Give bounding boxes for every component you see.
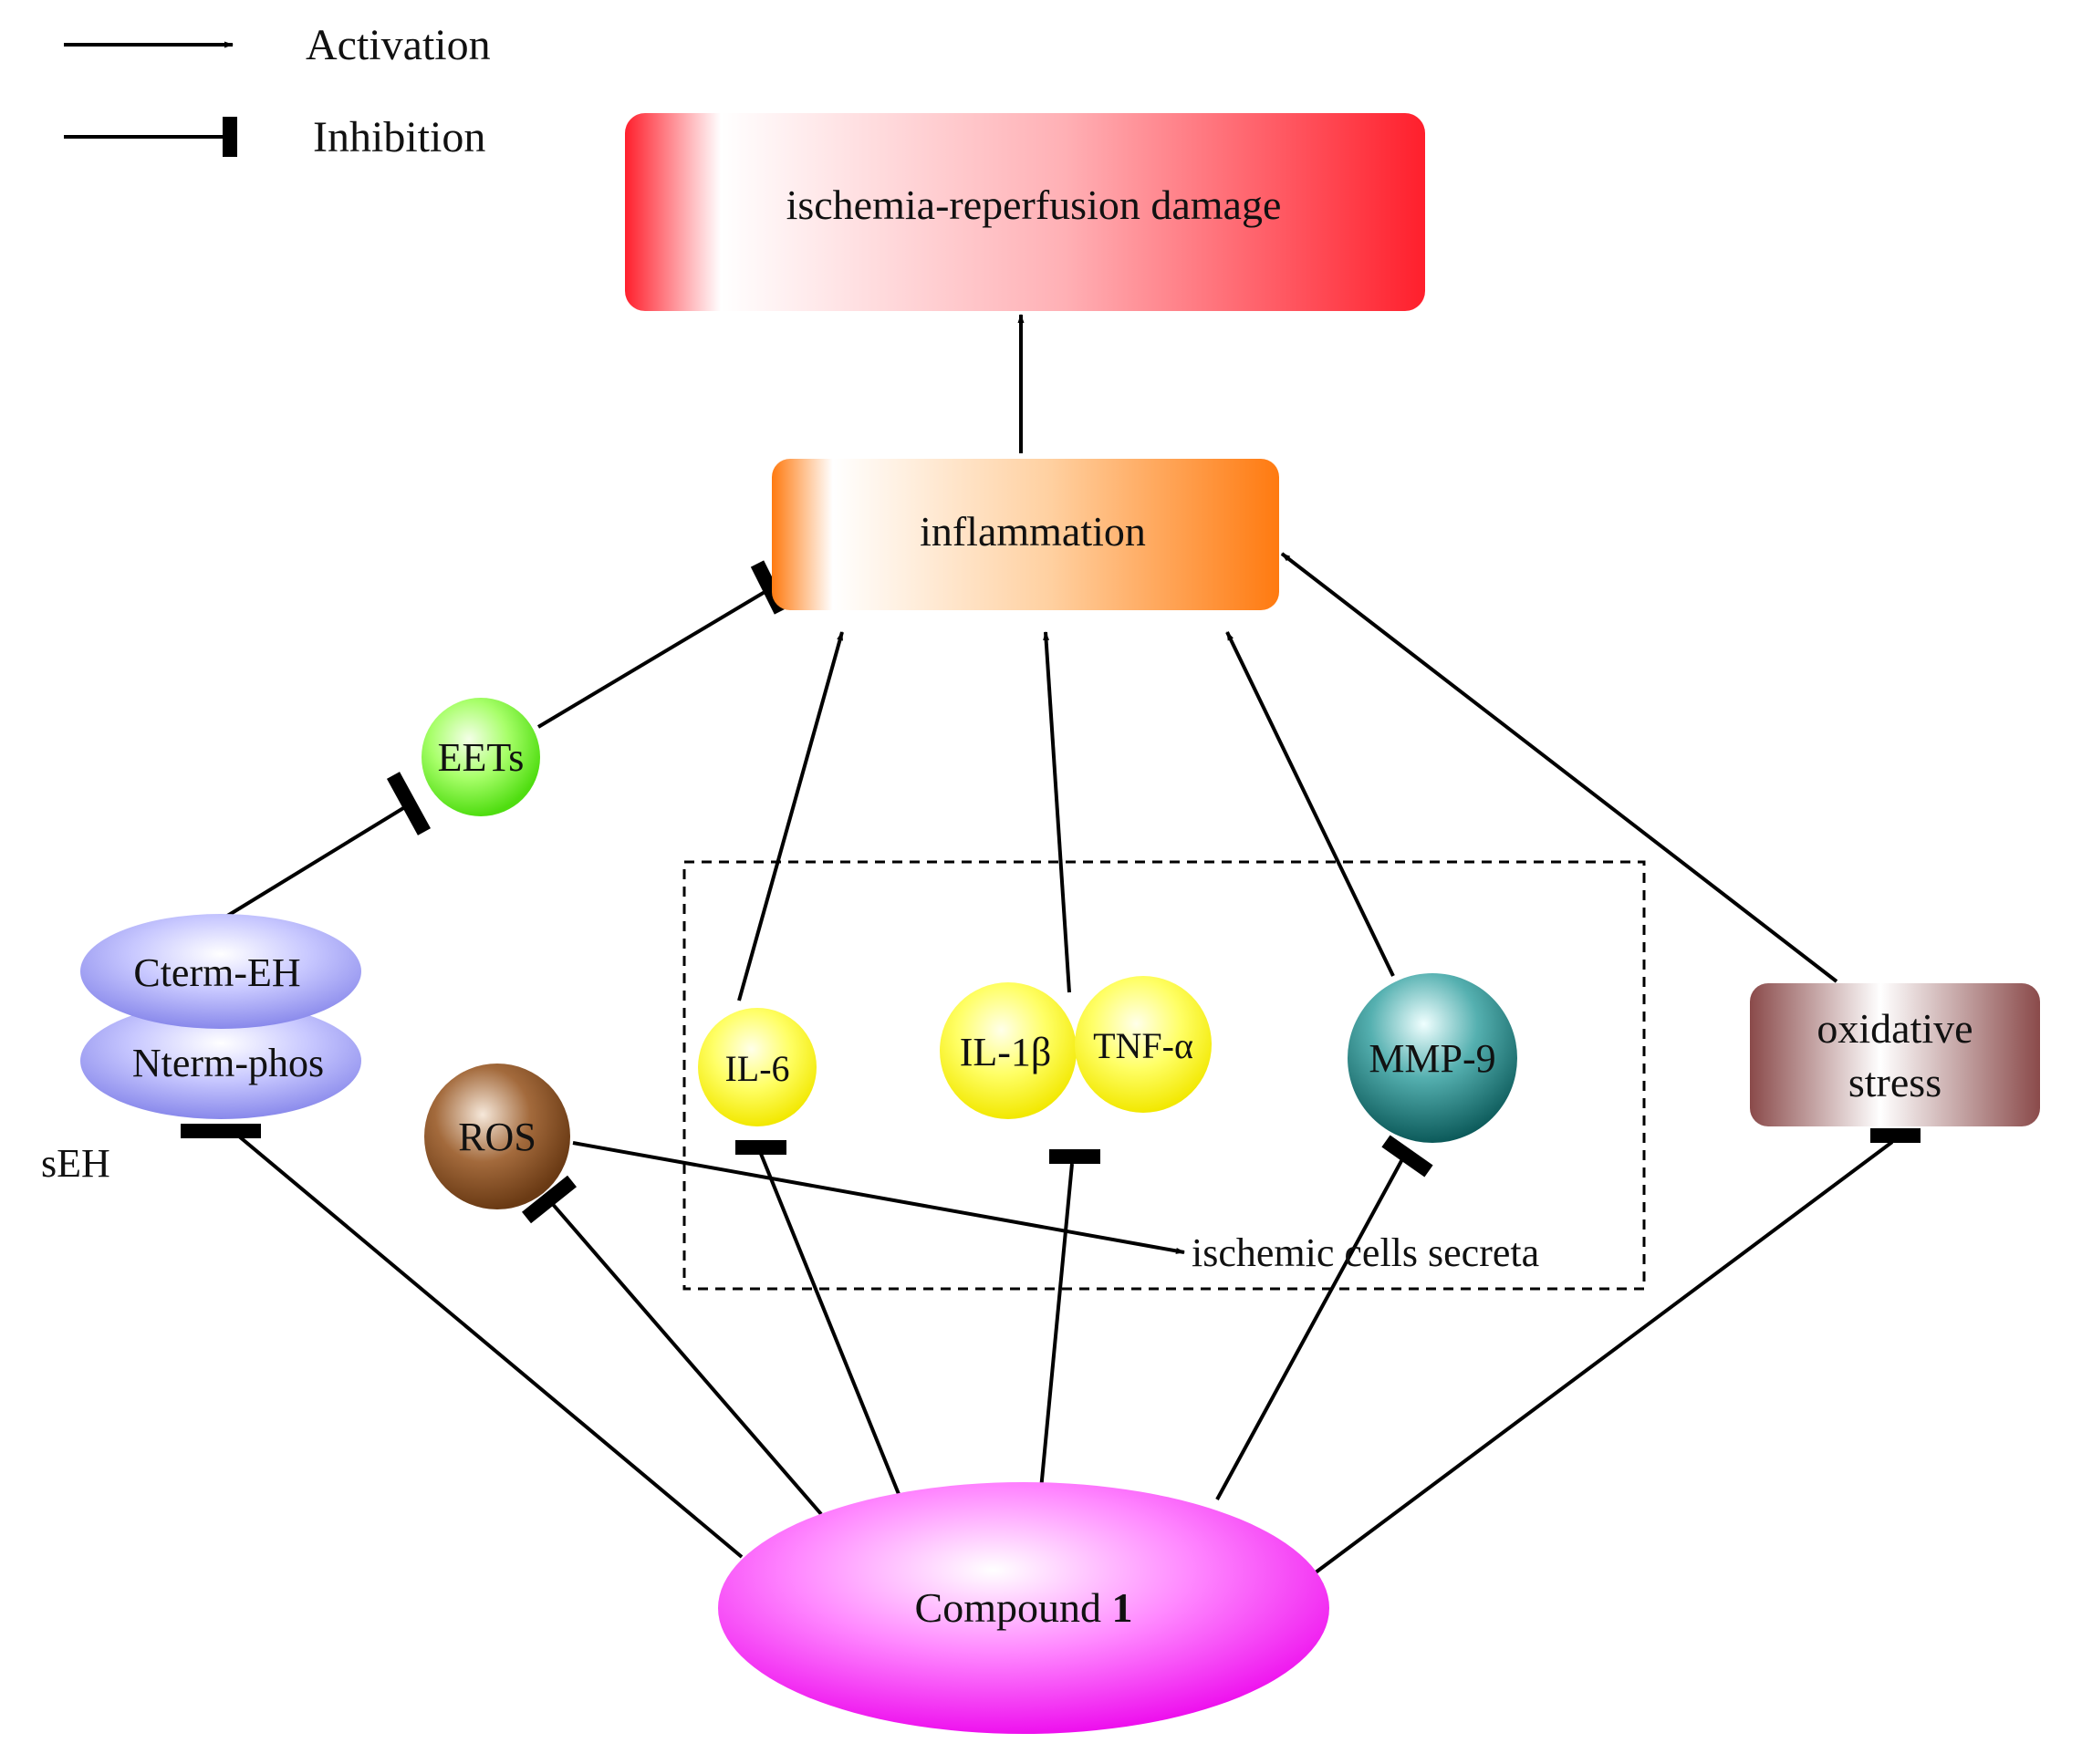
compound-label-text: Compound	[915, 1584, 1112, 1631]
nterm-ellipse	[80, 1002, 361, 1119]
il6-circle	[698, 1008, 817, 1126]
edge-mmp9-inflammation	[1225, 631, 1395, 977]
cterm-label: Cterm-EH	[133, 950, 300, 995]
edge-il1b-inflammation	[1043, 631, 1071, 993]
eets-circle	[422, 698, 540, 816]
edge-eets-inflammation	[536, 581, 782, 729]
ros-label: ROS	[458, 1115, 536, 1159]
cterm-ellipse	[80, 914, 361, 1029]
ros-circle	[424, 1064, 570, 1209]
seh-label: sEH	[41, 1141, 110, 1186]
compound-node: Compound 1	[718, 1482, 1329, 1734]
edge-compound-oxidative	[1314, 1140, 1894, 1574]
il1b-circle	[940, 982, 1077, 1119]
compound-ellipse	[718, 1482, 1329, 1734]
bar-compound-mmp9	[1381, 1135, 1433, 1178]
legend-inhibition-label: Inhibition	[313, 113, 485, 161]
cytokine-pair-node: IL-1β TNF-α	[940, 976, 1212, 1119]
inflammation-box	[772, 459, 1279, 610]
il1b-label: IL-1β	[960, 1030, 1052, 1074]
edge-il6-inflammation	[737, 631, 844, 1001]
inflammation-node: inflammation	[772, 459, 1279, 610]
il6-node: IL-6	[698, 1008, 817, 1126]
legend-activation-label: Activation	[306, 21, 491, 69]
edge-ros-secreta	[572, 1141, 1185, 1254]
inflammation-label: inflammation	[920, 508, 1146, 555]
damage-node: ischemia-reperfusion damage	[625, 113, 1425, 311]
compound-label-number: 1	[1111, 1584, 1132, 1631]
damage-label: ischemia-reperfusion damage	[786, 182, 1282, 228]
oxidative-label-line2: stress	[1848, 1059, 1941, 1105]
mmp9-node: MMP-9	[1348, 973, 1517, 1143]
eets-node: EETs	[422, 698, 540, 816]
edge-compound-cytokines	[1039, 1163, 1074, 1490]
edge-compound-il6	[759, 1153, 902, 1499]
edges	[181, 314, 1921, 1574]
eets-label: EETs	[438, 735, 525, 780]
oxidative-box	[1750, 983, 2040, 1126]
seh-node: Nterm-phos Cterm-EH sEH	[41, 914, 361, 1186]
compound-label: Compound 1	[915, 1584, 1133, 1631]
mmp9-circle	[1348, 973, 1517, 1143]
oxidative-label-line1: oxidative	[1817, 1005, 1973, 1052]
bar-seh-eets	[386, 772, 432, 835]
damage-box	[625, 113, 1425, 311]
secreta-label: ischemic cells secreta	[1192, 1230, 1539, 1275]
tnfa-label: TNF-α	[1093, 1025, 1193, 1066]
mmp9-label: MMP-9	[1369, 1036, 1495, 1081]
edge-compound-seh	[231, 1129, 744, 1559]
edge-oxidative-inflammation	[1280, 552, 1838, 983]
edge-seh-eets	[194, 804, 410, 937]
legend: Activation Inhibition	[64, 21, 491, 161]
oxidative-node: oxidative stress	[1750, 983, 2040, 1126]
edge-compound-ros	[548, 1199, 823, 1516]
nterm-label: Nterm-phos	[132, 1041, 324, 1085]
bar-compound-ros	[522, 1175, 577, 1224]
ros-node: ROS	[424, 1064, 570, 1209]
tnfa-circle	[1075, 976, 1212, 1113]
il6-label: IL-6	[724, 1048, 789, 1089]
edge-compound-mmp9	[1215, 1158, 1404, 1500]
